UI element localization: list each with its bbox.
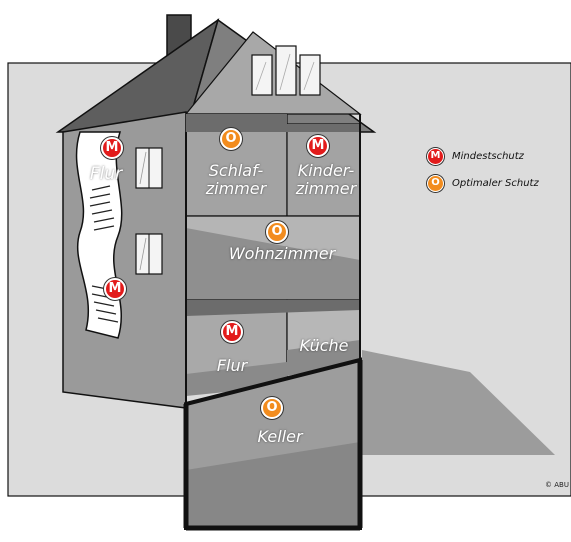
room-label-kinderzimmer-line1: Kinder- — [297, 161, 355, 180]
legend-icon-mindestschutz: M — [427, 148, 444, 165]
keller-floor — [186, 442, 360, 528]
room-label-schlafzimmer: Schlaf- zimmer — [206, 162, 266, 198]
badge-mindestschutz-flur-oben: M — [101, 137, 123, 159]
legend-item-mindestschutz: M Mindestschutz — [427, 148, 524, 165]
top-floor-slab — [186, 114, 360, 132]
badge-mindestschutz-kinderzimmer: M — [307, 135, 329, 157]
legend-label-optimaler-schutz: Optimaler Schutz — [452, 178, 539, 189]
room-label-kinderzimmer: Kinder- zimmer — [296, 162, 356, 198]
badge-mindestschutz-flur-unten: M — [221, 321, 243, 343]
room-label-schlafzimmer-line2: zimmer — [205, 179, 267, 198]
ground-shadow — [362, 350, 555, 455]
room-label-flur-unten: Flur — [216, 356, 248, 375]
room-label-flur-oben: Flur — [89, 164, 123, 184]
attic-window-icon — [251, 45, 321, 96]
room-label-kueche: Küche — [299, 336, 349, 355]
badge-mindestschutz-treppe: M — [104, 278, 126, 300]
legend-icon-optimaler-schutz: O — [427, 175, 444, 192]
kueche-floor — [287, 340, 360, 376]
badge-optimaler-schutz-keller: O — [261, 397, 283, 419]
badge-optimaler-schutz-wohnzimmer: O — [266, 221, 288, 243]
wohnzimmer-floor — [186, 228, 360, 300]
room-label-keller: Keller — [257, 427, 303, 446]
copyright-credit: © ABU — [545, 481, 569, 489]
room-label-wohnzimmer: Wohnzimmer — [228, 244, 336, 263]
lower-floor-slab — [186, 300, 360, 316]
badge-optimaler-schutz-schlafzimmer: O — [220, 128, 242, 150]
room-label-schlafzimmer-line1: Schlaf- — [208, 161, 264, 180]
staircase-steps — [89, 185, 119, 323]
room-label-kinderzimmer-line2: zimmer — [295, 179, 357, 198]
legend-item-optimaler-schutz: O Optimaler Schutz — [427, 175, 539, 192]
legend-label-mindestschutz: Mindestschutz — [452, 151, 524, 162]
